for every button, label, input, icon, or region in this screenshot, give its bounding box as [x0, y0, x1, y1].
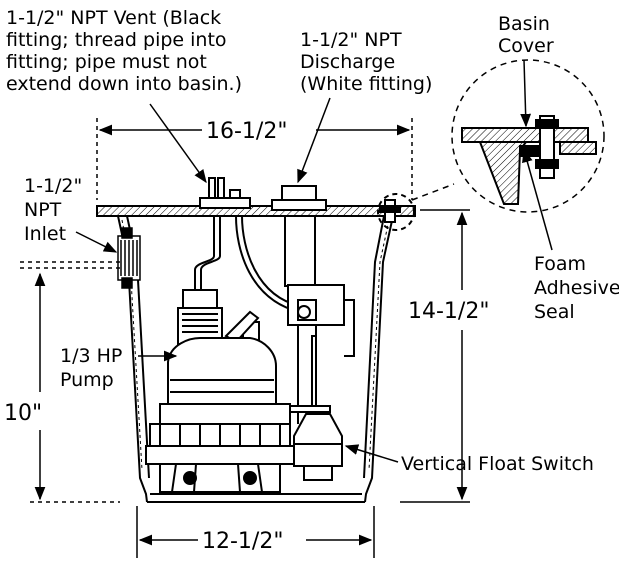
basin-cover-label-line: Cover — [498, 35, 554, 57]
discharge-label-line: Discharge — [300, 51, 395, 73]
inlet-label-line: NPT — [24, 199, 62, 221]
foam-seal-label: Foam Adhesive Seal — [534, 253, 619, 323]
inlet-fitting — [117, 227, 141, 289]
pump-body — [145, 289, 297, 493]
inlet-label: 1-1/2" NPT Inlet — [24, 175, 88, 245]
detail-inset — [411, 59, 605, 213]
vent-label-line: 1-1/2" NPT Vent (Black — [6, 7, 221, 29]
vent-label-line: fitting; thread pipe into — [6, 29, 227, 51]
foam-seal-label-line: Adhesive — [534, 277, 619, 299]
dim-inlet-height-text: 10" — [4, 401, 42, 426]
basin-cover-plate — [96, 205, 416, 217]
dim-top-width-text: 16-1/2" — [206, 119, 287, 144]
dim-bottom-width-text: 12-1/2" — [202, 529, 283, 554]
vent-label: 1-1/2" NPT Vent (Black fitting; thread p… — [6, 7, 242, 95]
pump-label: 1/3 HP Pump — [60, 345, 128, 391]
discharge-label-line: (White fitting) — [300, 73, 432, 95]
pump-label-line: Pump — [60, 369, 114, 391]
foam-seal-label-line: Seal — [534, 301, 575, 323]
vent-pipes — [194, 177, 301, 313]
basin-cover-label: Basin Cover — [498, 13, 556, 57]
float-switch — [289, 335, 343, 481]
discharge-pipe — [271, 185, 355, 424]
inlet-label-line: Inlet — [24, 223, 66, 245]
pump-label-line: 1/3 HP — [60, 345, 122, 367]
dim-height-text: 14-1/2" — [408, 299, 489, 324]
vent-label-line: fitting; pipe must not — [6, 51, 207, 73]
inlet-label-line: 1-1/2" — [24, 175, 82, 197]
cover-clamp — [377, 193, 415, 231]
float-switch-label: Vertical Float Switch — [401, 453, 594, 475]
basin-right-wall — [364, 215, 394, 503]
basin-cover-label-line: Basin — [498, 13, 550, 35]
vent-label-line: extend down into basin.) — [6, 73, 242, 95]
discharge-label: 1-1/2" NPT Discharge (White fitting) — [300, 29, 432, 95]
callout-leaders — [75, 59, 553, 463]
dimension-lines — [20, 118, 470, 558]
foam-seal-label-line: Foam — [534, 253, 586, 275]
discharge-label-line: 1-1/2" NPT — [300, 29, 402, 51]
